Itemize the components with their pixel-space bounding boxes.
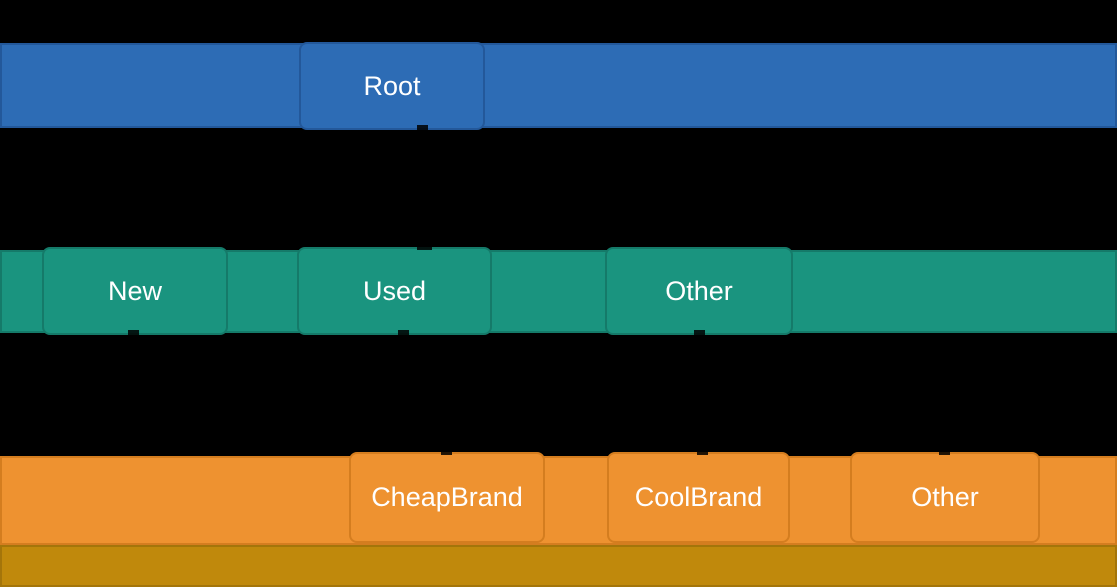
tree-node-label: Other	[911, 482, 979, 512]
level-0-band	[0, 43, 1117, 128]
tree-node-used-depth1[interactable]: Used	[297, 247, 492, 335]
connector-stub	[694, 330, 705, 336]
connector-stub	[398, 330, 409, 336]
level-3-band	[0, 545, 1117, 587]
connector-stub	[417, 244, 432, 250]
tree-node-root-depth0[interactable]: Root	[299, 42, 485, 130]
tree-node-new-depth1[interactable]: New	[42, 247, 228, 335]
tree-node-other-depth1[interactable]: Other	[605, 247, 793, 335]
tree-node-label: CoolBrand	[634, 482, 763, 512]
connector-stub	[697, 449, 708, 455]
tree-node-label: CheapBrand	[371, 482, 523, 512]
tree-node-label: New	[107, 275, 162, 306]
connector-stub	[417, 125, 428, 132]
tree-node-label: Other	[665, 275, 733, 306]
tree-node-coolbrand-depth2[interactable]: CoolBrand	[607, 452, 790, 543]
tree-node-other-depth2[interactable]: Other	[850, 452, 1040, 543]
tree-node-label: Root	[363, 70, 421, 101]
tree-node-label: Used	[362, 275, 427, 306]
connector-stub	[128, 330, 139, 336]
connector-stub	[441, 449, 452, 455]
connector-stub	[939, 449, 950, 455]
tree-node-cheapbrand-depth2[interactable]: CheapBrand	[349, 452, 545, 543]
